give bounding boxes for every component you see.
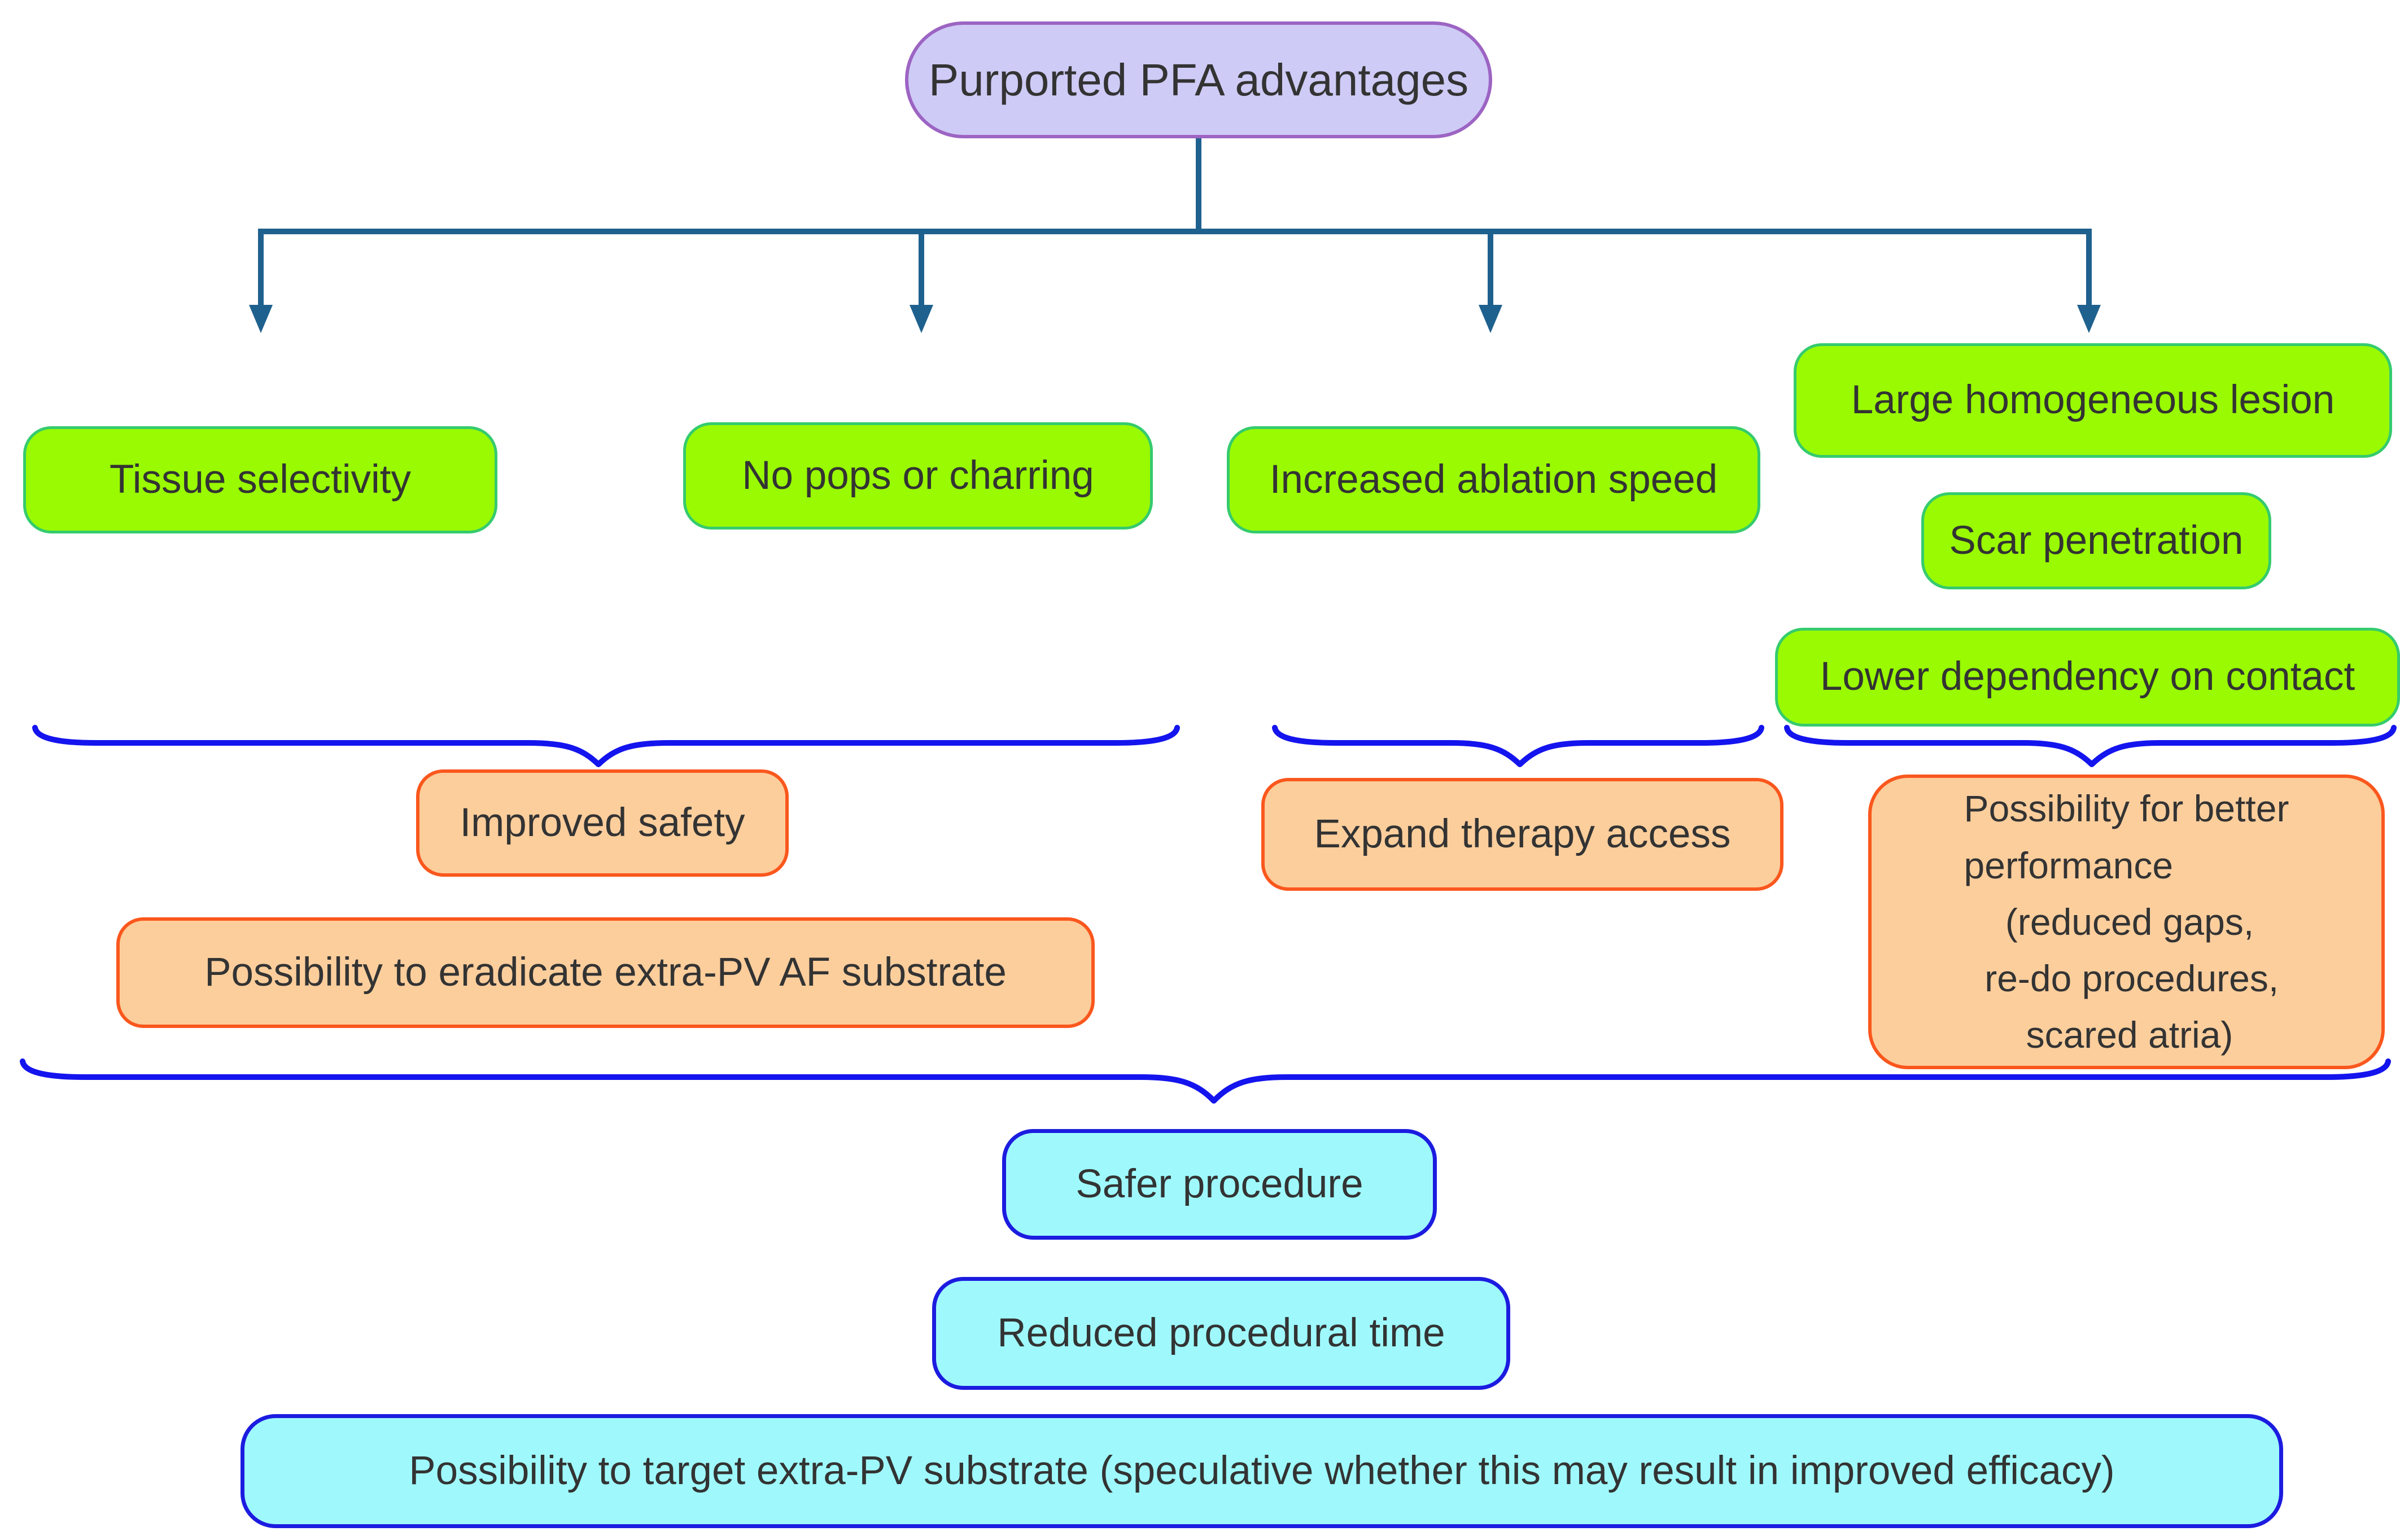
advantage-tissue-selectivity: Tissue selectivity bbox=[23, 426, 497, 533]
outcome-reduced-procedural-time: Reduced procedural time bbox=[932, 1277, 1510, 1390]
brace-safety-group bbox=[32, 725, 1180, 767]
benefit-improved-safety: Improved safety bbox=[416, 769, 789, 877]
root-node-purported-pfa-advantages: Purported PFA advantages bbox=[905, 21, 1492, 138]
outcome-safer-procedure: Safer procedure bbox=[1002, 1129, 1437, 1240]
root-node-label: Purported PFA advantages bbox=[928, 54, 1469, 105]
advantage-label: Increased ablation speed bbox=[1269, 457, 1718, 502]
brace-overall-group bbox=[20, 1058, 2391, 1104]
outcome-label: Reduced procedural time bbox=[997, 1310, 1445, 1355]
benefit-label: Improved safety bbox=[460, 800, 745, 845]
advantage-label: Large homogeneous lesion bbox=[1851, 378, 2335, 423]
advantage-lower-dependency-on-contact: Lower dependency on contact bbox=[1775, 628, 2400, 727]
benefit-label: Possibility for better performance (redu… bbox=[1964, 788, 2289, 1056]
arrowhead-icon-4 bbox=[2077, 305, 2101, 333]
advantage-label: Lower dependency on contact bbox=[1820, 654, 2355, 699]
benefit-label: Expand therapy access bbox=[1314, 811, 1731, 856]
advantage-label: Scar penetration bbox=[1949, 518, 2244, 563]
brace-performance-group bbox=[1784, 725, 2397, 767]
brace-access-group bbox=[1272, 725, 1764, 767]
advantage-label: Tissue selectivity bbox=[110, 457, 411, 502]
advantage-label: No pops or charring bbox=[742, 453, 1094, 498]
advantage-increased-ablation-speed: Increased ablation speed bbox=[1227, 426, 1760, 533]
benefit-eradicate-extra-pv-af-substrate: Possibility to eradicate extra-PV AF sub… bbox=[116, 917, 1095, 1028]
arrowhead-icon-2 bbox=[910, 305, 933, 333]
benefit-expand-therapy-access: Expand therapy access bbox=[1261, 778, 1783, 891]
benefit-label: Possibility to eradicate extra-PV AF sub… bbox=[204, 950, 1007, 995]
outcome-target-extra-pv-substrate: Possibility to target extra-PV substrate… bbox=[241, 1414, 2283, 1528]
advantage-scar-penetration: Scar penetration bbox=[1921, 492, 2271, 589]
arrowhead-icon-3 bbox=[1479, 305, 1502, 333]
arrowhead-icon-1 bbox=[249, 305, 273, 333]
outcome-label: Safer procedure bbox=[1076, 1161, 1363, 1206]
benefit-possibility-better-performance: Possibility for better performance (redu… bbox=[1868, 775, 2385, 1069]
advantage-no-pops-or-charring: No pops or charring bbox=[683, 422, 1153, 530]
advantage-large-homogeneous-lesion: Large homogeneous lesion bbox=[1794, 343, 2392, 458]
outcome-label: Possibility to target extra-PV substrate… bbox=[409, 1448, 2115, 1493]
